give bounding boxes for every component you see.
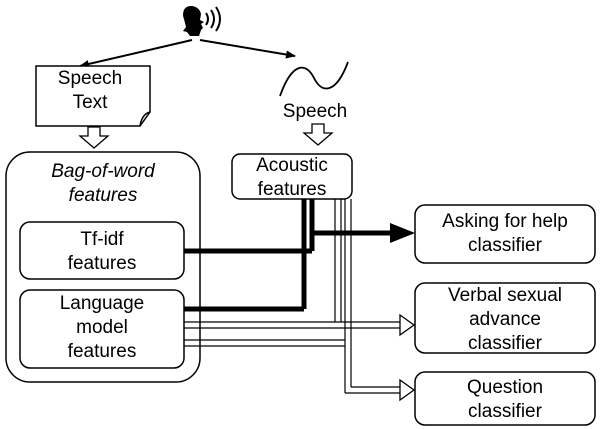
asking-for-help-box <box>414 204 596 264</box>
hollow-connectors <box>184 199 400 394</box>
bag-of-word-label: Bag-of-word features <box>51 161 155 206</box>
arrowhead-verbal <box>399 313 416 337</box>
language-model-box <box>19 289 185 369</box>
speech-label: Speech <box>282 101 348 122</box>
sine-wave-icon <box>279 61 349 97</box>
thick-connectors <box>184 199 392 312</box>
verbal-sexual-box <box>414 282 596 354</box>
verbal-sexual-label: Verbal sexual advance classifier <box>447 285 563 354</box>
speech-down-arrow <box>302 123 334 146</box>
speech-text-document <box>35 65 151 127</box>
arrowhead-asking <box>390 223 415 243</box>
speaker-to-speech-arrow <box>199 39 296 59</box>
question-label: Question classifier <box>466 377 544 422</box>
speaking-head-icon <box>183 6 221 36</box>
tfidf-label: Tf-idf features <box>67 229 137 274</box>
language-model-label: Language model features <box>59 293 145 362</box>
acoustic-box <box>231 153 353 200</box>
question-box <box>414 371 596 426</box>
acoustic-label: Acoustic features <box>256 155 328 200</box>
asking-for-help-label: Asking for help classifier <box>442 211 568 256</box>
arrowhead-question <box>399 378 416 402</box>
text-down-arrow <box>78 126 110 149</box>
speaker-to-text-arrow <box>79 39 193 68</box>
speech-text-label: Speech Text <box>57 68 123 113</box>
